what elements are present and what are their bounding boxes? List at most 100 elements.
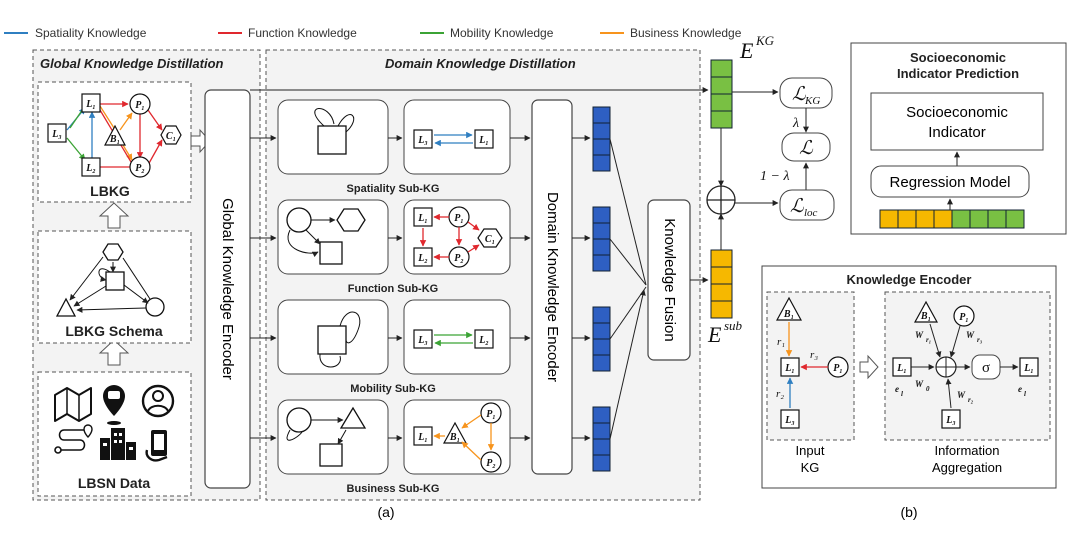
global-distillation-title: Global Knowledge Distillation (40, 56, 224, 71)
info-aggregation-label-2: Aggregation (932, 460, 1002, 475)
svg-text:C₁: C₁ (485, 234, 495, 245)
socio-title-line2: Indicator Prediction (897, 66, 1019, 81)
svg-text:L₁: L₁ (478, 135, 489, 146)
svg-text:C₁: C₁ (166, 131, 176, 142)
e-sub-label: E (707, 322, 722, 347)
svg-text:L₁: L₁ (896, 363, 907, 374)
lambda-label: λ (792, 116, 799, 131)
global-encoder-label: Global Knowledge Encoder (219, 198, 236, 380)
svg-text:B₁: B₁ (920, 311, 931, 322)
socio-indicator-line2: Indicator (928, 124, 986, 141)
svg-text:P₁: P₁ (959, 312, 969, 323)
buildings-icon (100, 428, 136, 460)
legend-function: Function Knowledge (248, 26, 357, 40)
svg-text:L₃: L₃ (417, 335, 428, 346)
svg-text:e: e (1018, 384, 1022, 394)
svg-text:l: l (1024, 390, 1026, 398)
loss-loc-box (779, 189, 835, 221)
regression-model-box (870, 165, 1030, 198)
svg-text:P₂: P₂ (135, 163, 145, 174)
lbsn-data-label: LBSN Data (78, 475, 151, 491)
loss-kg-symbol: ℒ (792, 84, 807, 105)
svg-text:L₁: L₁ (417, 432, 428, 443)
svg-text:P₁: P₁ (454, 213, 464, 224)
svg-text:r₂: r₂ (776, 388, 784, 400)
svg-text:r₂: r₂ (968, 396, 974, 404)
phone-hand-icon (145, 430, 168, 462)
legend-mobility: Mobility Knowledge (450, 26, 554, 40)
svg-text:L₃: L₃ (945, 415, 956, 426)
socio-title-line1: Socioeconomic (910, 50, 1006, 65)
spatiality-embedding (592, 106, 611, 172)
svg-text:L₂: L₂ (417, 253, 428, 264)
domain-knowledge-encoder (531, 99, 573, 475)
spatiality-subkg-label: Spatiality Sub-KG (347, 183, 440, 195)
svg-text:B₁: B₁ (449, 432, 460, 443)
global-knowledge-encoder (204, 89, 251, 489)
lbkg-schema-graph (55, 243, 165, 317)
loss-kg-sub: KG (804, 95, 820, 107)
svg-text:P₂: P₂ (454, 253, 464, 264)
mobility-embedding (592, 306, 611, 372)
business-subkg-label: Business Sub-KG (347, 483, 440, 495)
sigma-symbol: σ (982, 360, 990, 376)
domain-embeddings (592, 106, 611, 472)
business-subkg-row: L₁ B₁ P₁ P₂ (277, 399, 531, 475)
route-icon (54, 424, 93, 454)
spatiality-subkg-row: L₃ L₁ (277, 99, 531, 175)
loss-symbol: ℒ (799, 138, 814, 159)
loss-loc-sub: loc (804, 207, 818, 219)
function-embedding (592, 206, 611, 272)
hollow-arrow-up-1 (98, 202, 130, 229)
knowledge-fusion-label: Knowledge Fusion (661, 218, 678, 341)
map-icon (54, 387, 92, 422)
svg-text:L₁: L₁ (784, 363, 795, 374)
input-kg-label-2: KG (801, 460, 820, 475)
loss-box (781, 132, 831, 162)
e-kg-embedding (710, 59, 733, 129)
svg-text:r₃: r₃ (977, 336, 983, 344)
legend-spatiality: Spatiality Knowledge (35, 26, 147, 40)
svg-text:L₃: L₃ (417, 135, 428, 146)
socio-indicator-box (870, 92, 1044, 151)
lbkg-schema-label: LBKG Schema (65, 323, 162, 339)
caption-a: (a) (377, 504, 394, 520)
svg-text:P₂: P₂ (486, 458, 496, 469)
svg-text:0: 0 (926, 385, 930, 393)
loss-loc-symbol: ℒ (790, 196, 805, 217)
svg-text:r₁: r₁ (926, 336, 931, 344)
svg-text:W: W (915, 330, 924, 340)
hollow-arrow-encoder (859, 354, 879, 380)
concat-embedding (879, 209, 1025, 229)
svg-text:P₁: P₁ (135, 100, 145, 111)
user-icon (141, 384, 175, 418)
domain-distillation-title: Domain Knowledge Distillation (385, 56, 576, 71)
input-kg-label-1: Input (796, 443, 825, 458)
svg-text:l: l (901, 390, 903, 398)
legend: Spatiality Knowledge Function Knowledge … (4, 26, 742, 40)
domain-encoder-label: Domain Knowledge Encoder (544, 192, 561, 382)
business-embedding (592, 406, 611, 472)
function-subkg-label: Function Sub-KG (348, 283, 438, 295)
location-chat-icon (103, 385, 125, 425)
mobility-subkg-row: L₃ L₂ (277, 299, 531, 375)
info-aggregation-label-1: Information (934, 443, 999, 458)
e-kg-sup: KG (755, 33, 775, 48)
svg-text:L₁: L₁ (85, 99, 96, 110)
regression-model-label: Regression Model (890, 174, 1011, 191)
svg-text:L₃: L₃ (51, 129, 62, 140)
svg-text:r₃: r₃ (810, 349, 818, 361)
svg-text:e: e (895, 384, 899, 394)
concat-operator (706, 185, 736, 215)
legend-business: Business Knowledge (630, 26, 742, 40)
svg-text:B₁: B₁ (783, 309, 794, 320)
one-minus-lambda-label: 1 − λ (760, 169, 790, 184)
svg-text:W: W (966, 330, 975, 340)
svg-text:W: W (957, 390, 966, 400)
svg-text:L₂: L₂ (478, 335, 489, 346)
e-kg-label: E (739, 38, 754, 63)
lbkg-graph: L₁ L₃ L₂ P₁ P₂ B₁ C₁ (47, 93, 182, 178)
svg-text:L₃: L₃ (784, 415, 795, 426)
svg-text:r₁: r₁ (777, 336, 785, 348)
